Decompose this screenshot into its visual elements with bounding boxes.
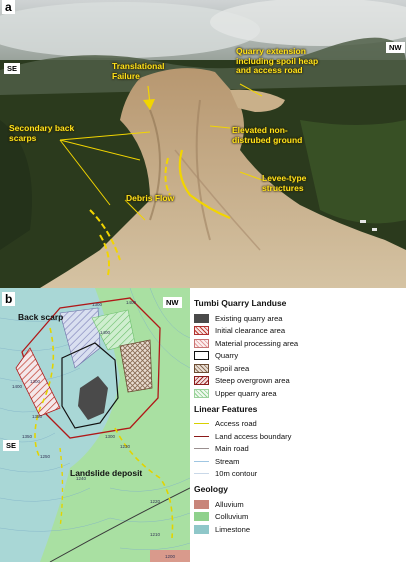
contour-label: 1250 bbox=[40, 454, 51, 459]
legend-item: Initial clearance area bbox=[194, 325, 404, 338]
contour-label: 1230 bbox=[120, 444, 131, 449]
annotation-text: Debris Flow bbox=[126, 193, 175, 203]
legend-item: Upper quarry area bbox=[194, 387, 404, 400]
annotation-debris-flow: Debris Flow bbox=[126, 193, 175, 204]
aerial-photo-panel: a SE NW Translational Failure Quarry ext… bbox=[0, 0, 406, 288]
contour-label: 1400 bbox=[12, 384, 23, 389]
existing-quarry-swatch bbox=[194, 313, 209, 323]
annotation-translational-failure: Translational Failure bbox=[112, 61, 165, 81]
quarry-swatch bbox=[194, 351, 209, 361]
colluvium-swatch bbox=[194, 512, 209, 522]
map-panel: 1300 1400 1400 1300 1400 1350 1350 1250 … bbox=[0, 288, 406, 562]
access-road-line bbox=[194, 423, 209, 425]
legend-item-label: Upper quarry area bbox=[215, 388, 277, 398]
contour-label: 1350 bbox=[22, 434, 33, 439]
legend-item: Access road bbox=[194, 418, 404, 431]
legend-item: Main road bbox=[194, 443, 404, 456]
map-direction-se: SE bbox=[3, 440, 20, 451]
legend-item-label: Land access boundary bbox=[215, 431, 292, 441]
stream-line bbox=[194, 460, 209, 462]
geology-map: 1300 1400 1400 1300 1400 1350 1350 1250 … bbox=[0, 288, 190, 562]
legend-title-linear: Linear Features bbox=[194, 403, 258, 414]
annotation-quarry-extension: Quarry extension including spoil heap an… bbox=[236, 46, 319, 76]
legend-item-label: Material processing area bbox=[215, 338, 299, 348]
contour-line bbox=[194, 473, 209, 475]
contour-label: 1240 bbox=[76, 476, 87, 481]
contour-label: 1300 bbox=[30, 379, 41, 384]
legend-item: 10m contour bbox=[194, 468, 404, 481]
legend-item-label: Access road bbox=[215, 419, 257, 429]
legend-title-landuse: Tumbi Quarry Landuse bbox=[194, 298, 287, 308]
map-label-landslide-deposit: Landslide deposit bbox=[70, 468, 143, 478]
map-label-back-scarp: Back scarp bbox=[18, 312, 64, 322]
initial-clearance-swatch bbox=[194, 326, 209, 336]
legend-item-label: Alluvium bbox=[215, 499, 244, 509]
legend-item: Colluvium bbox=[194, 511, 404, 524]
legend-item: Spoil area bbox=[194, 362, 404, 375]
contour-label: 1400 bbox=[100, 330, 111, 335]
material-processing-swatch bbox=[194, 338, 209, 348]
contour-label: 1200 bbox=[165, 554, 176, 559]
map-direction-nw: NW bbox=[163, 297, 182, 308]
annotation-text: Translational Failure bbox=[112, 61, 165, 81]
legend-item-label: Main road bbox=[215, 444, 249, 454]
annotation-text: Secondary back scarps bbox=[9, 123, 75, 143]
limestone-swatch bbox=[194, 524, 209, 534]
map-legend: Tumbi Quarry Landuse Existing quarry are… bbox=[190, 296, 404, 536]
direction-se-label: SE bbox=[4, 63, 21, 74]
legend-item-label: Initial clearance area bbox=[215, 326, 286, 336]
contour-label: 1220 bbox=[150, 499, 161, 504]
land-access-boundary-line bbox=[194, 435, 209, 437]
annotation-secondary-back-scarps: Secondary back scarps bbox=[9, 123, 75, 143]
legend-item-label: Quarry bbox=[215, 351, 239, 361]
legend-item: Existing quarry area bbox=[194, 312, 404, 325]
main-road-line bbox=[194, 448, 209, 450]
legend-item: Stream bbox=[194, 455, 404, 468]
legend-item-label: Existing quarry area bbox=[215, 313, 283, 323]
panel-b-label: b bbox=[2, 292, 16, 306]
upper-quarry-swatch bbox=[194, 388, 209, 398]
annotation-levee-structures: Levee-type structures bbox=[262, 173, 307, 193]
legend-item-label: Steep overgrown area bbox=[215, 376, 290, 386]
contour-label: 1300 bbox=[105, 434, 116, 439]
annotation-text: Levee-type structures bbox=[262, 173, 307, 193]
aerial-photo bbox=[0, 0, 406, 288]
steep-overgrown-swatch bbox=[194, 376, 209, 386]
legend-item: Alluvium bbox=[194, 498, 404, 511]
legend-item: Land access boundary bbox=[194, 430, 404, 443]
contour-label: 1400 bbox=[126, 300, 137, 305]
legend-item: Material processing area bbox=[194, 337, 404, 350]
legend-item-label: Stream bbox=[215, 456, 240, 466]
legend-title-geology: Geology bbox=[194, 484, 229, 494]
legend-item-label: Limestone bbox=[215, 524, 251, 534]
contour-label: 1210 bbox=[150, 532, 161, 537]
legend-item: Steep overgrown area bbox=[194, 375, 404, 388]
legend-item-label: 10m contour bbox=[215, 469, 258, 479]
spoil-area-swatch bbox=[194, 363, 209, 373]
annotation-text: Quarry extension including spoil heap an… bbox=[236, 46, 319, 75]
legend-item-label: Colluvium bbox=[215, 512, 249, 522]
legend-item-label: Spoil area bbox=[215, 363, 250, 373]
alluvium-swatch bbox=[194, 499, 209, 509]
direction-nw-label: NW bbox=[386, 42, 405, 53]
annotation-elevated-ground: Elevated non- distrubed ground bbox=[232, 125, 303, 145]
legend-item: Quarry bbox=[194, 350, 404, 363]
contour-label: 1300 bbox=[92, 302, 103, 307]
contour-label: 1350 bbox=[32, 414, 43, 419]
legend-item: Limestone bbox=[194, 523, 404, 536]
panel-a-label: a bbox=[2, 0, 15, 14]
annotation-text: Elevated non- distrubed ground bbox=[232, 125, 303, 145]
